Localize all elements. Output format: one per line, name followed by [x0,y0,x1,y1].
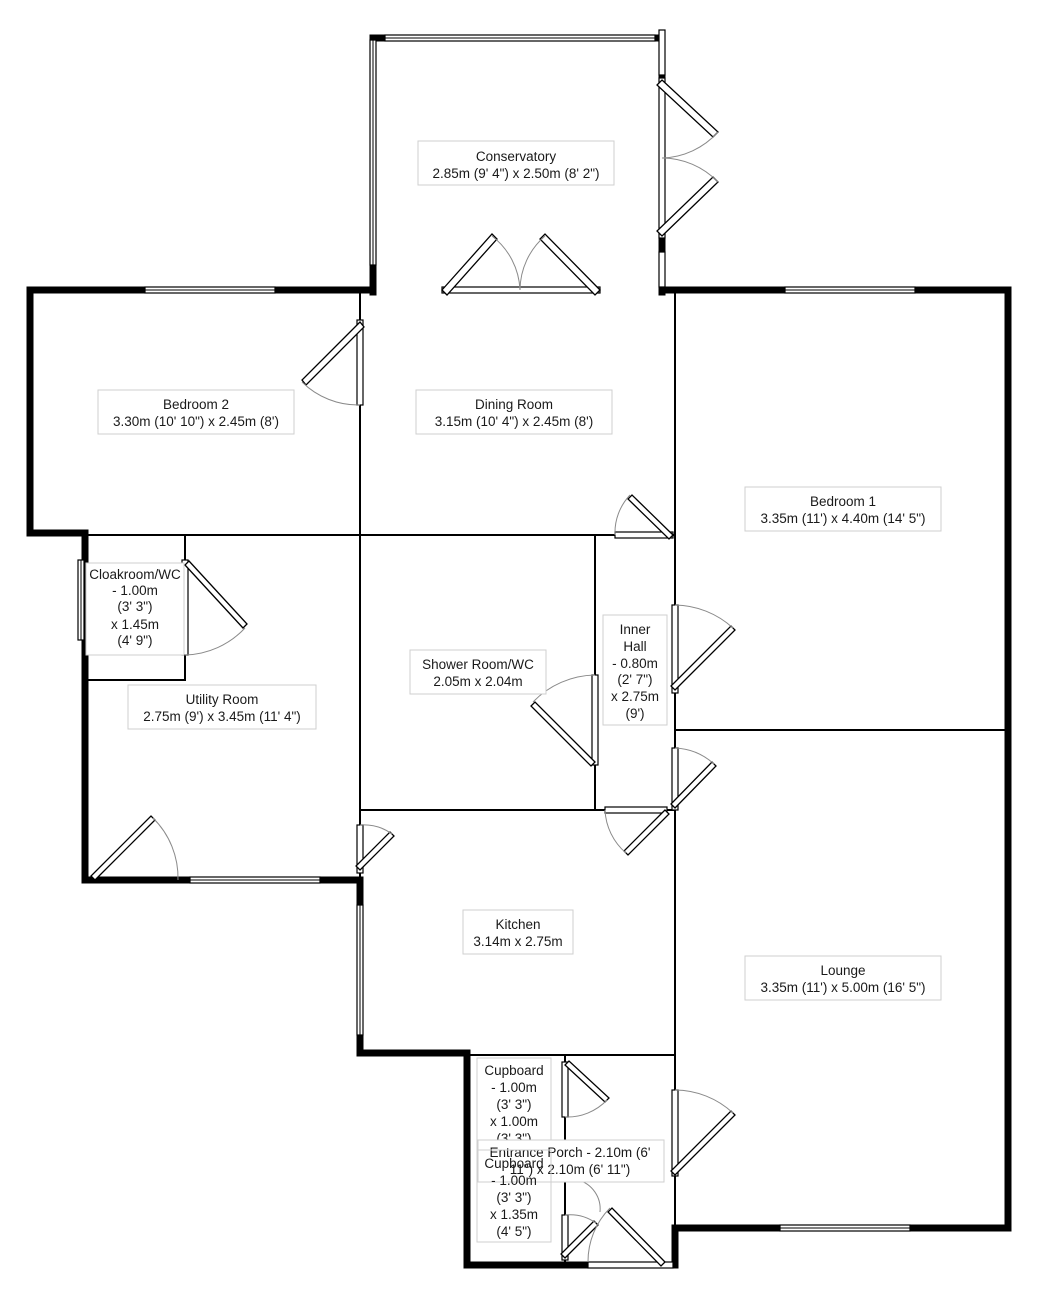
svg-text:- 1.00m: - 1.00m [491,1080,537,1095]
door [564,1060,610,1103]
svg-text:3.15m (10' 4") x 2.45m (8'): 3.15m (10' 4") x 2.45m (8') [435,414,594,429]
windows [77,29,916,1269]
svg-text:Entrance Porch - 2.10m (6': Entrance Porch - 2.10m (6' [490,1145,651,1160]
door [184,560,248,629]
svg-text:Cloakroom/WC: Cloakroom/WC [89,567,181,582]
door [627,494,674,540]
svg-text:Kitchen: Kitchen [495,917,540,932]
door [656,176,719,237]
svg-text:3.35m (11') x 5.00m (16' 5"): 3.35m (11') x 5.00m (16' 5") [760,980,925,995]
room-label-cloakroom: Cloakroom/WC - 1.00m (3' 3") x 1.45m (4'… [85,562,185,656]
door [607,1207,666,1267]
svg-text:3.30m (10' 10") x 2.45m (8'): 3.30m (10' 10") x 2.45m (8') [113,414,279,429]
room-label-bedroom-1: Bedroom 1 3.35m (11') x 4.40m (14' 5") [744,486,942,532]
svg-text:3.35m (11') x 4.40m (14' 5"): 3.35m (11') x 4.40m (14' 5") [760,511,925,526]
room-label-kitchen: Kitchen 3.14m x 2.75m [462,909,574,955]
room-label-shower-room: Shower Room/WC 2.05m x 2.04m [409,649,547,695]
room-label-dining-room: Dining Room 3.15m (10' 4") x 2.45m (8') [415,389,613,435]
svg-text:Cupboard: Cupboard [484,1156,543,1171]
svg-text:2.85m (9' 4") x 2.50m (8' 2"): 2.85m (9' 4") x 2.50m (8' 2") [432,166,599,181]
room-label-utility-room: Utility Room 2.75m (9') x 3.45m (11' 4") [127,684,317,730]
svg-text:x 1.00m: x 1.00m [490,1114,538,1129]
svg-text:Lounge: Lounge [820,963,865,978]
svg-text:(4' 5"): (4' 5") [496,1224,531,1239]
room-label-bedroom-2: Bedroom 2 3.30m (10' 10") x 2.45m (8') [97,389,295,435]
room-label-inner-hall: Inner Hall - 0.80m (2' 7") x 2.75m (9') [602,614,668,726]
door [656,79,719,138]
svg-text:(2' 7"): (2' 7") [617,672,652,687]
svg-text:(3' 3"): (3' 3") [117,599,152,614]
svg-text:x 1.35m: x 1.35m [490,1207,538,1222]
door [560,1220,599,1259]
door [623,809,670,856]
door [530,701,596,767]
door [441,233,498,296]
svg-text:- 1.00m: - 1.00m [491,1173,537,1188]
svg-text:2.75m (9') x 3.45m (11' 4"): 2.75m (9') x 3.45m (11' 4") [143,709,301,724]
svg-text:Bedroom 2: Bedroom 2 [163,397,229,412]
doors [90,77,736,1267]
svg-text:(3' 3"): (3' 3") [496,1097,531,1112]
svg-text:x 2.75m: x 2.75m [611,689,659,704]
svg-text:Dining Room: Dining Room [475,397,553,412]
svg-text:3.14m x 2.75m: 3.14m x 2.75m [473,934,562,949]
svg-text:Inner: Inner [620,622,651,637]
svg-text:(3' 3"): (3' 3") [496,1190,531,1205]
svg-text:(4' 9"): (4' 9") [117,633,152,648]
svg-text:11") x 2.10m (6' 11"): 11") x 2.10m (6' 11") [510,1162,630,1177]
door [355,831,395,871]
svg-text:x 1.45m: x 1.45m [111,617,159,632]
svg-text:2.05m x 2.04m: 2.05m x 2.04m [433,674,522,689]
svg-text:Utility Room: Utility Room [186,692,259,707]
svg-text:Hall: Hall [623,639,646,654]
room-label-cupboard-1: Cupboard - 1.00m (3' 3") x 1.00m (3' 3") [476,1057,552,1151]
door [670,1110,736,1176]
door [670,625,736,691]
door [90,815,156,881]
svg-text:Cupboard: Cupboard [484,1063,543,1078]
door [539,233,601,296]
door [301,321,365,386]
svg-text:Shower Room/WC: Shower Room/WC [422,657,534,672]
svg-text:Bedroom 1: Bedroom 1 [810,494,876,509]
svg-text:- 1.00m: - 1.00m [112,583,158,598]
svg-text:(9'): (9') [625,706,644,721]
room-label-entrance-porch: Entrance Porch - 2.10m (6' 11") x 2.10m … [477,1139,665,1183]
window [658,251,666,288]
svg-text:- 0.80m: - 0.80m [612,656,658,671]
room-label-cupboard-2: Cupboard - 1.00m (3' 3") x 1.35m (4' 5") [476,1149,552,1243]
room-label-lounge: Lounge 3.35m (11') x 5.00m (16' 5") [744,955,942,1001]
svg-text:Conservatory: Conservatory [476,149,557,164]
room-label-conservatory: Conservatory 2.85m (9' 4") x 2.50m (8' 2… [417,140,615,186]
window [658,29,666,76]
window [587,1261,674,1269]
